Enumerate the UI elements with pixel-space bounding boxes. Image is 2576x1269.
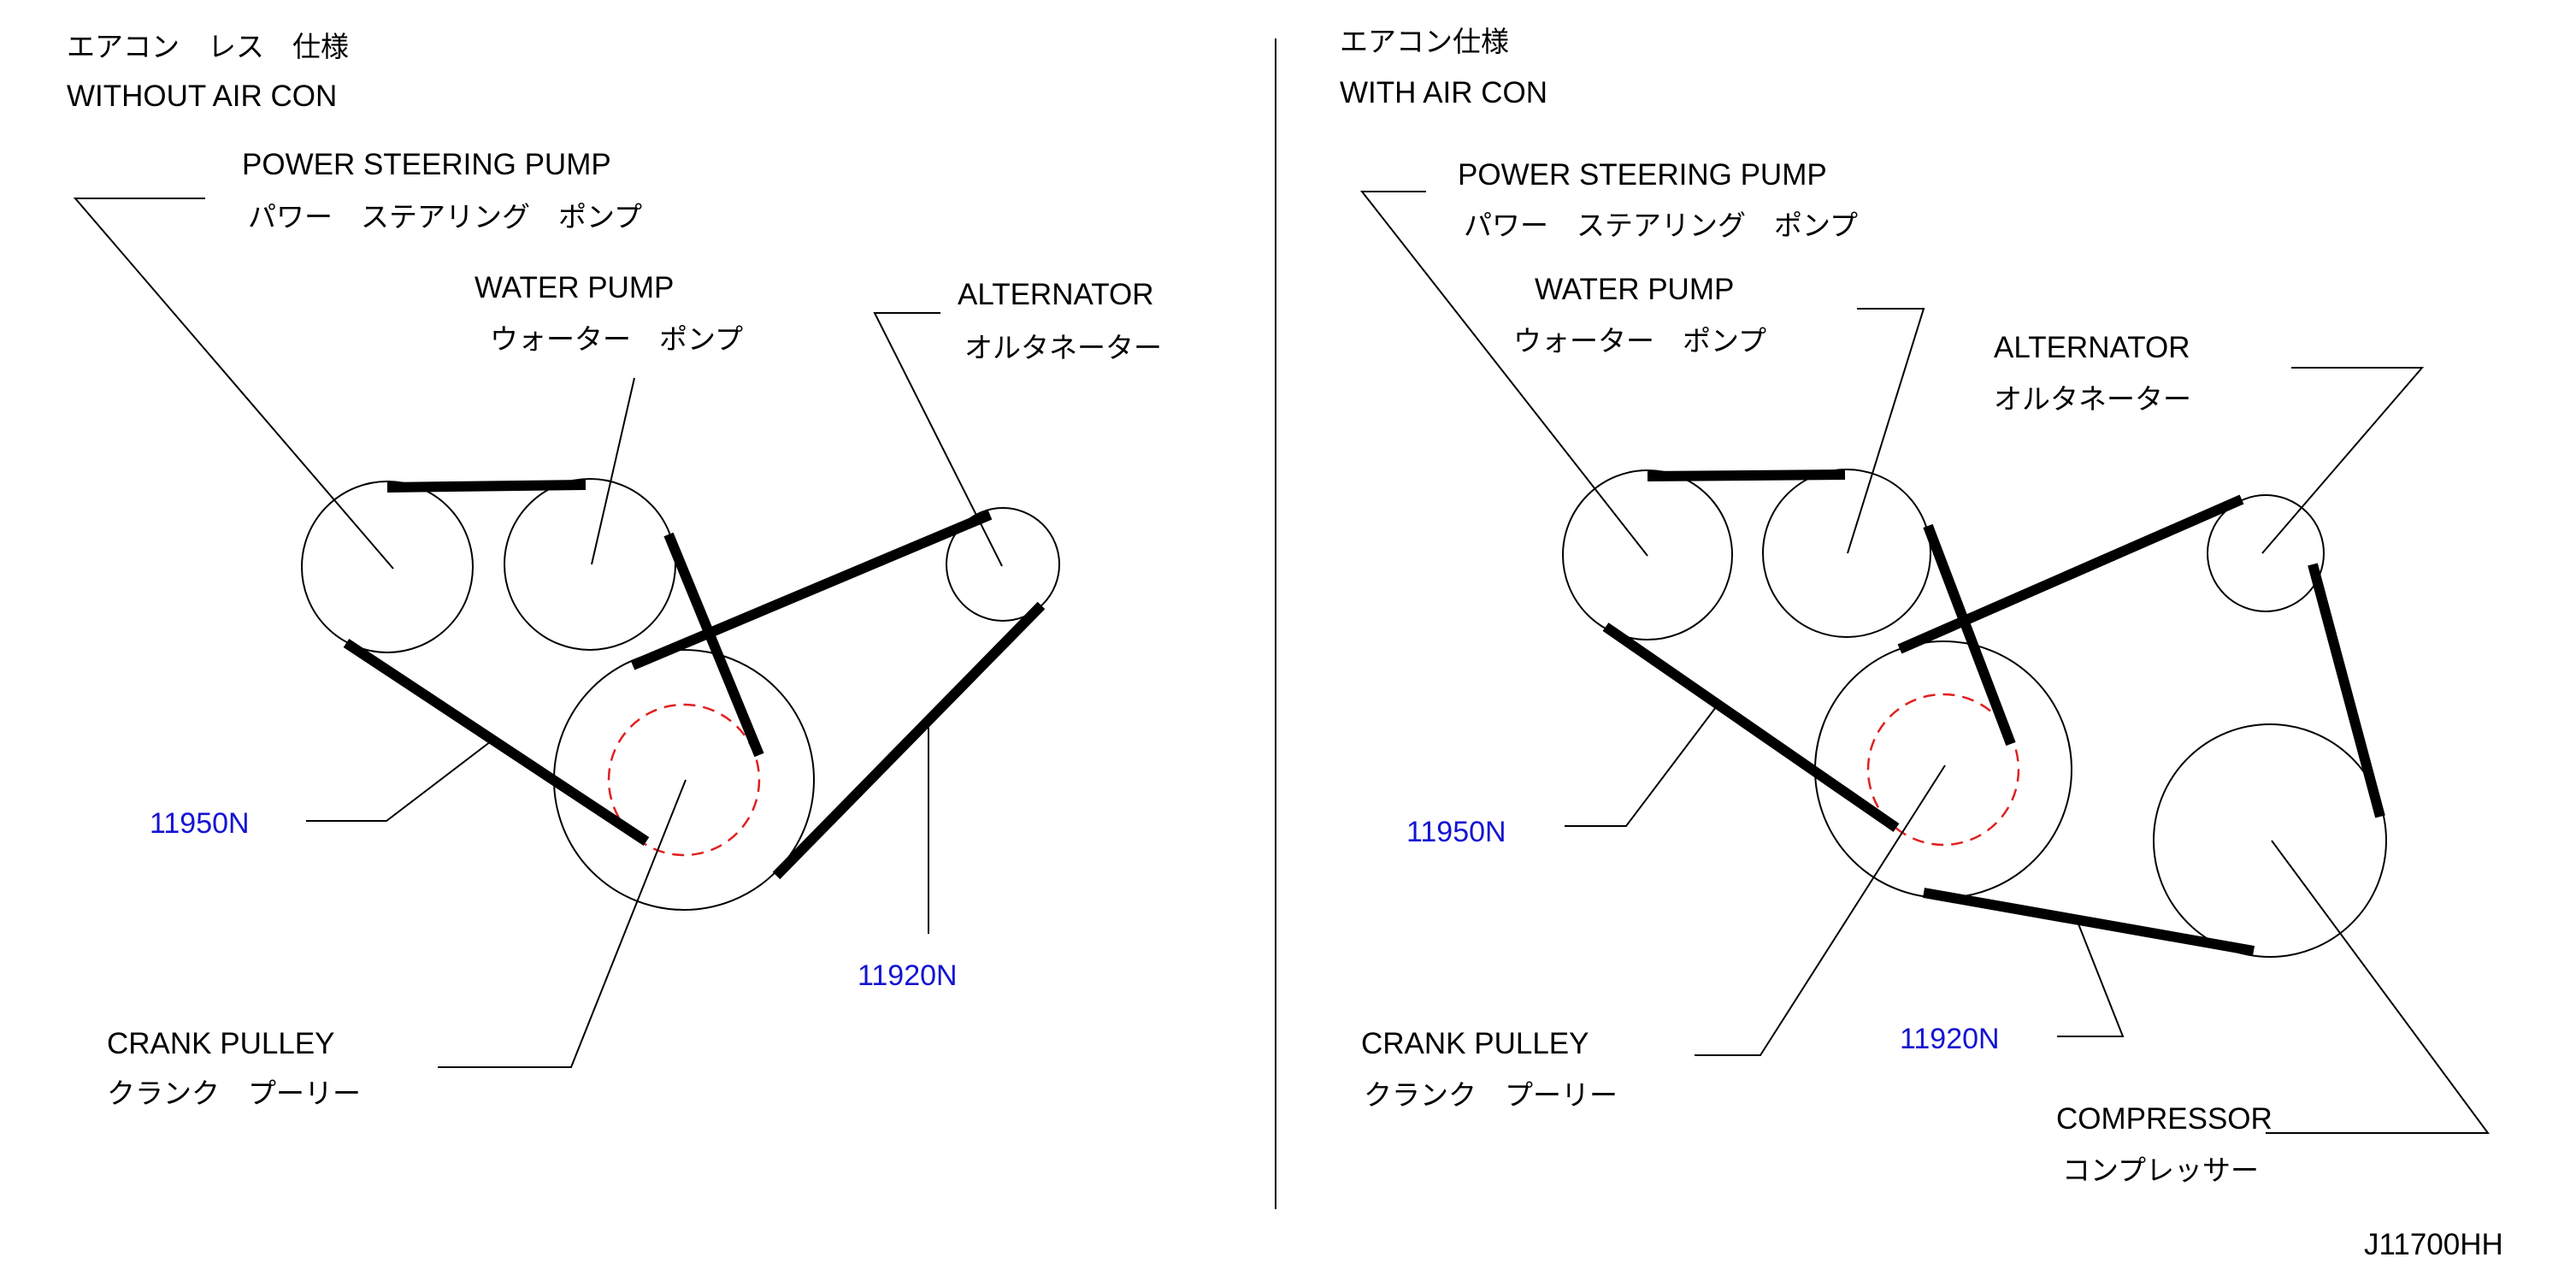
left-part-number-11920n: 11920N	[858, 959, 958, 992]
right-11950n-leader	[1565, 703, 1719, 827]
left-alt-leader	[873, 312, 1003, 567]
right-ps-label-en: POWER STEERING PUMP	[1458, 158, 1827, 192]
right-crank-label-jp: クランク プーリー	[1364, 1078, 1618, 1112]
left-belt-alt-to-crank-lower	[772, 601, 1046, 880]
right-alt-label-jp: オルタネーター	[1994, 382, 2191, 416]
left-ps-leader	[73, 198, 394, 570]
right-belt-wp-to-crank	[1923, 523, 2016, 747]
left-title-jp: エアコン レス 仕様	[67, 30, 349, 63]
left-part-number-11950n: 11950N	[150, 807, 250, 840]
left-alt-label-en: ALTERNATOR	[958, 278, 1153, 311]
right-belt-compressor-to-crank	[1922, 888, 2255, 956]
right-alternator-pulley	[2207, 494, 2325, 612]
left-wp-label-jp: ウォーター ポンプ	[490, 322, 743, 356]
right-belt-alt-to-compressor	[2308, 563, 2385, 818]
right-title-en: WITH AIR CON	[1340, 76, 1547, 109]
left-wp-leader	[591, 377, 635, 565]
right-crank-label-en: CRANK PULLEY	[1361, 1027, 1589, 1060]
right-part-number-11950n: 11950N	[1406, 816, 1506, 848]
right-compressor-pulley	[2153, 723, 2387, 958]
right-wp-leader	[1847, 308, 1925, 554]
right-comp-label-en: COMPRESSOR	[2056, 1102, 2272, 1136]
left-title-en: WITHOUT AIR CON	[67, 80, 337, 113]
right-alt-leader	[2261, 367, 2425, 554]
right-wp-label-jp: ウォーター ポンプ	[1513, 324, 1766, 357]
right-power-steering-pulley	[1562, 469, 1733, 640]
left-panel: エアコン レス 仕様 WITHOUT AIR CON POWER STEERIN…	[67, 30, 1162, 1110]
left-water-pump-pulley	[504, 478, 676, 651]
right-alt-label-en: ALTERNATOR	[1994, 331, 2190, 364]
right-crank-hub-outline	[1866, 693, 2020, 847]
left-ps-label-en: POWER STEERING PUMP	[242, 148, 611, 181]
left-belt-ps-to-crank	[343, 638, 650, 847]
right-title-jp: エアコン仕様	[1340, 25, 1509, 58]
left-crank-label-en: CRANK PULLEY	[107, 1027, 334, 1060]
left-alt-label-jp: オルタネーター	[964, 331, 1162, 364]
right-belt-crank-to-alt	[1897, 494, 2244, 654]
left-wp-label-en: WATER PUMP	[475, 271, 674, 304]
right-belt-ps-to-crank	[1602, 623, 1900, 832]
left-power-steering-pulley	[301, 481, 474, 653]
left-belt-ps-to-wp	[386, 480, 587, 493]
right-part-number-11920n: 11920N	[1900, 1023, 2000, 1055]
right-11920n-leader	[2057, 921, 2125, 1037]
left-crank-leader	[438, 779, 687, 1068]
right-comp-label-jp: コンプレッサー	[2062, 1154, 2259, 1187]
right-crank-leader	[1695, 764, 1946, 1056]
left-crank-label-jp: クランク プーリー	[107, 1077, 361, 1110]
right-water-pump-pulley	[1762, 469, 1931, 638]
right-panel: エアコン仕様 WITH AIR CON POWER STEERING PUMP …	[1340, 25, 2490, 1187]
left-alternator-pulley	[946, 507, 1060, 622]
left-ps-label-jp: パワー ステアリング ポンプ	[248, 200, 642, 233]
right-ps-leader	[1359, 191, 1648, 557]
left-belt-crank-to-alt-upper	[630, 510, 993, 670]
right-ps-label-jp: パワー ステアリング ポンプ	[1464, 209, 1858, 242]
left-crank-hub-outline	[607, 703, 761, 857]
figure-id: J11700HH	[2364, 1228, 2503, 1261]
right-wp-label-en: WATER PUMP	[1535, 273, 1734, 306]
left-11950n-leader	[306, 738, 495, 822]
left-belt-wp-to-crank	[663, 532, 764, 758]
right-crank-pulley	[1814, 640, 2072, 899]
right-comp-leader	[2266, 840, 2490, 1134]
right-belt-ps-to-wp	[1647, 469, 1846, 481]
